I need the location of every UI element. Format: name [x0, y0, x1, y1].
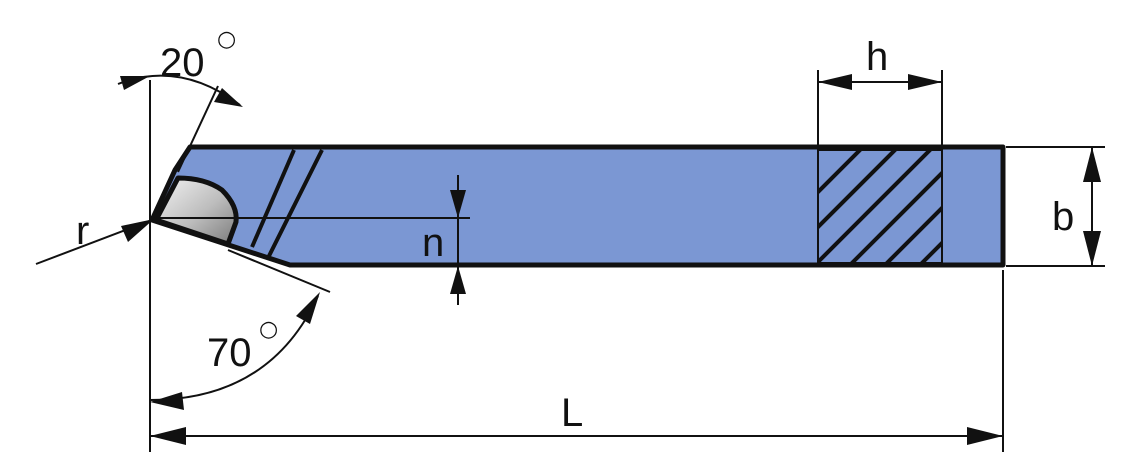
angle-top-arc — [117, 74, 243, 107]
radius-label: r — [76, 209, 89, 253]
section-width-label: h — [866, 35, 888, 79]
angle-top-label: 20 ○ — [160, 27, 236, 85]
angle-bottom-label: 70 ○ — [207, 317, 278, 375]
angle-top-value: 20 — [160, 41, 205, 85]
dimension-length — [150, 427, 1003, 445]
dimension-body-height — [1083, 147, 1101, 266]
body-height-label: b — [1052, 195, 1074, 239]
angle-bottom-arc — [149, 292, 320, 410]
dimension-section-width — [818, 74, 942, 90]
degree-symbol-top: ○ — [217, 27, 236, 52]
degree-symbol-bottom: ○ — [259, 317, 278, 342]
tip-height-label: n — [422, 221, 444, 265]
radius-leader — [35, 219, 154, 265]
edge-lines — [250, 149, 324, 259]
length-label: L — [561, 391, 583, 435]
dimension-tip-height — [450, 175, 466, 305]
section-hatch — [817, 149, 943, 264]
angle-bottom-value: 70 — [207, 331, 252, 375]
tool-body — [149, 144, 1006, 268]
